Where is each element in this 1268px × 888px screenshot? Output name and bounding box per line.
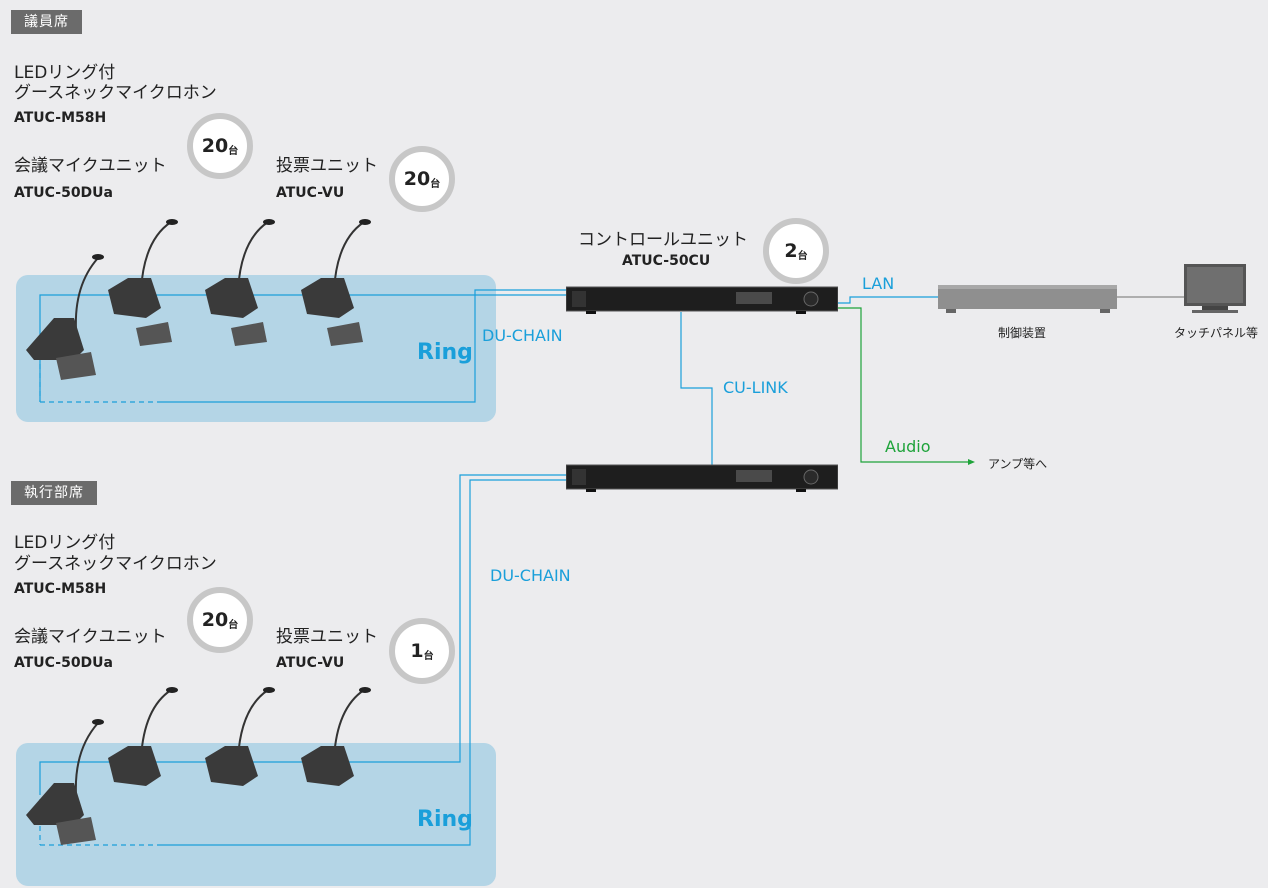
mic-unit-4 (301, 687, 371, 786)
touch-panel-label: タッチパネル等 (1174, 326, 1259, 340)
audio-label: Audio (885, 437, 931, 456)
count-value: 20 (201, 609, 229, 631)
control-unit-model: ATUC-50CU (622, 253, 711, 269)
control-unit-rack-1 (566, 286, 838, 314)
section2-unit-name: 会議マイクユニット (14, 627, 167, 647)
count-unit: 台 (228, 145, 239, 157)
lan-label: LAN (862, 274, 895, 293)
mic-unit-4 (301, 219, 371, 346)
section1-mic-name-2: グースネックマイクロホン (14, 83, 217, 103)
section2-tag: 執行部席 (11, 481, 97, 505)
section2-vote-model: ATUC-VU (276, 655, 345, 671)
section1-unit-name: 会議マイクユニット (14, 156, 167, 176)
section2-mic-name-2: グースネックマイクロホン (14, 554, 217, 574)
section1-microphones (26, 219, 371, 380)
section1-mic-name-1: LEDリング付 (14, 63, 116, 83)
section1-tag: 議員席 (11, 10, 82, 34)
audio-line (838, 307, 968, 463)
mic-unit-3 (205, 687, 275, 786)
mic-unit-2 (108, 219, 178, 346)
section1-vote-model: ATUC-VU (276, 185, 345, 201)
touch-panel-icon (1184, 264, 1246, 313)
mic-unit-3 (205, 219, 275, 346)
section2-microphones (26, 687, 371, 845)
controller-device (938, 285, 1117, 313)
audio-arrow (968, 459, 975, 465)
count-value: 20 (201, 135, 229, 157)
section2-mic-model: ATUC-M58H (14, 581, 107, 597)
count-value: 2 (784, 240, 798, 262)
section2-unit-model: ATUC-50DUa (14, 655, 113, 671)
count-unit: 台 (797, 250, 808, 262)
ring2-return (160, 479, 566, 846)
mic-unit-1 (26, 719, 104, 845)
amp-label: アンプ等へ (988, 457, 1048, 471)
section2-mic-name-1: LEDリング付 (14, 533, 116, 553)
ring1-return (162, 289, 566, 403)
mic-unit-1 (26, 254, 104, 380)
section1-ring-label: Ring (417, 340, 473, 365)
count-unit: 台 (228, 619, 239, 631)
count-value: 1 (410, 640, 424, 662)
du-chain-label-2: DU-CHAIN (490, 566, 571, 585)
section1-unit-model: ATUC-50DUa (14, 185, 113, 201)
du-chain-label-1: DU-CHAIN (482, 326, 563, 345)
count-value: 20 (403, 168, 431, 190)
section2-vote-name: 投票ユニット (276, 627, 378, 647)
ring2-loop (39, 474, 566, 790)
cu-link-line (680, 312, 713, 465)
section1-vote-name: 投票ユニット (276, 156, 378, 176)
section1-mic-model: ATUC-M58H (14, 110, 107, 126)
mic-unit-2 (108, 687, 178, 786)
count-unit: 台 (430, 178, 441, 190)
controller-label: 制御装置 (998, 326, 1047, 340)
control-unit-name: コントロールユニット (578, 230, 748, 250)
lan-line (838, 296, 938, 304)
section2-ring-label: Ring (417, 807, 473, 832)
count-unit: 台 (423, 650, 434, 662)
cu-link-label: CU-LINK (723, 378, 788, 397)
control-unit-rack-2 (566, 464, 838, 492)
